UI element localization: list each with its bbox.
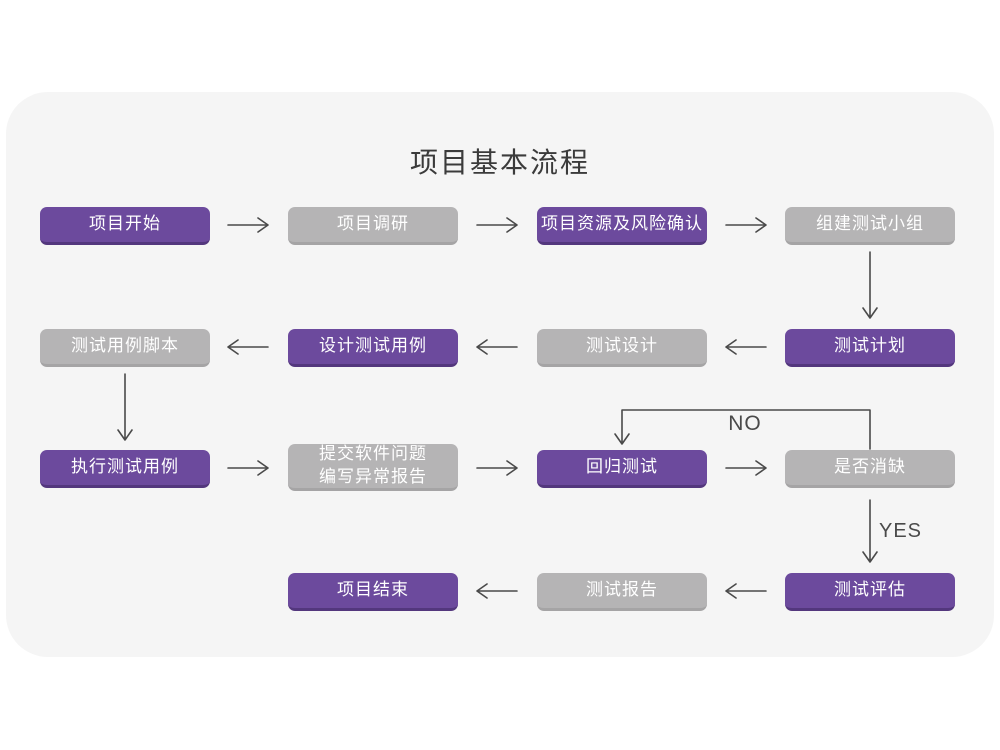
node-project-research: 项目调研 xyxy=(288,207,458,245)
node-defect-cleared: 是否消缺 xyxy=(785,450,955,488)
edge-label-yes: YES xyxy=(879,520,923,542)
node-regression-test: 回归测试 xyxy=(537,450,707,488)
node-test-evaluation: 测试评估 xyxy=(785,573,955,611)
node-build-test-team: 组建测试小组 xyxy=(785,207,955,245)
node-project-start: 项目开始 xyxy=(40,207,210,245)
flowchart-card-background xyxy=(6,92,994,657)
edge-label-no: NO xyxy=(728,412,762,435)
node-resource-risk-confirm: 项目资源及风险确认 xyxy=(537,207,707,245)
node-execute-test-cases: 执行测试用例 xyxy=(40,450,210,488)
node-submit-issue-report: 提交软件问题 编写异常报告 xyxy=(288,444,458,491)
node-design-test-cases: 设计测试用例 xyxy=(288,329,458,367)
node-project-end: 项目结束 xyxy=(288,573,458,611)
node-test-case-script: 测试用例脚本 xyxy=(40,329,210,367)
node-test-report: 测试报告 xyxy=(537,573,707,611)
node-test-design: 测试设计 xyxy=(537,329,707,367)
node-test-plan: 测试计划 xyxy=(785,329,955,367)
page-title: 项目基本流程 xyxy=(409,147,590,178)
